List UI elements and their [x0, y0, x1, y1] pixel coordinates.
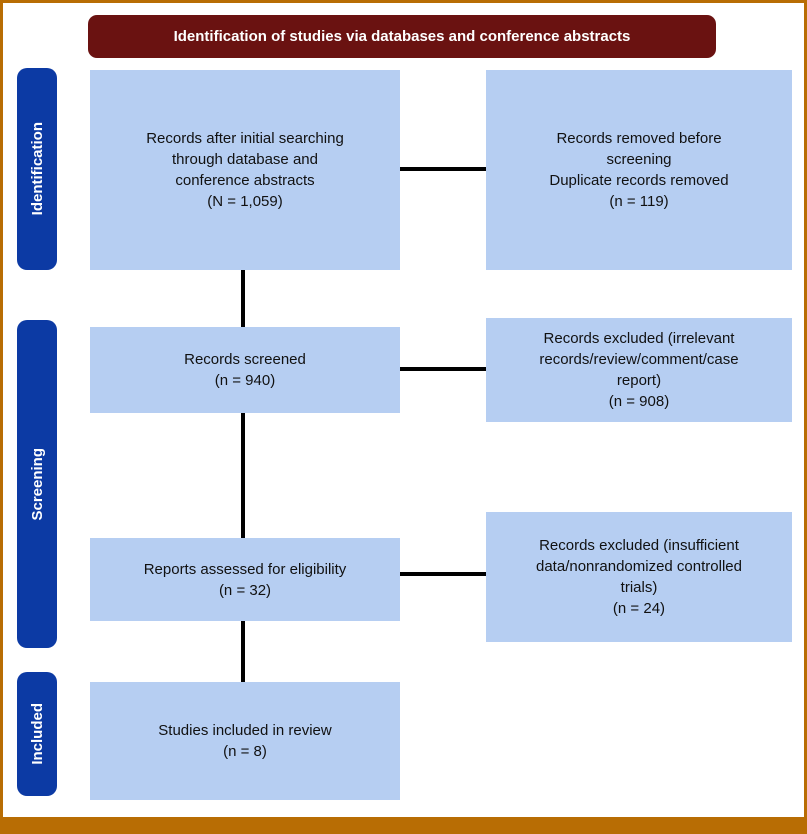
connector-assessed-to-excluded — [400, 572, 486, 576]
flow-box-reports-assessed: Reports assessed for eligibility (n = 32… — [90, 538, 400, 621]
stage-label-text: Identification — [28, 122, 46, 216]
diagram-title: Identification of studies via databases … — [173, 28, 631, 45]
connector-screened-to-assessed — [241, 413, 245, 538]
diagram-title-banner: Identification of studies via databases … — [88, 15, 716, 58]
flow-box-studies-included: Studies included in review (n = 8) — [90, 682, 400, 800]
flow-box-records-excluded-screening: Records excluded (irrelevant records/rev… — [486, 318, 792, 422]
connector-assessed-to-included — [241, 621, 245, 682]
connector-identified-to-screened — [241, 270, 245, 327]
stage-label-included: Included — [17, 672, 57, 796]
flow-box-records-screened: Records screened (n = 940) — [90, 327, 400, 413]
stage-label-text: Screening — [28, 447, 46, 521]
stage-label-screening: Screening — [17, 320, 57, 648]
flow-box-records-identified: Records after initial searching through … — [90, 70, 400, 270]
connector-screened-to-excluded — [400, 367, 486, 371]
stage-label-text: Included — [28, 703, 46, 765]
flow-box-records-removed-before-screening: Records removed before screening Duplica… — [486, 70, 792, 270]
flow-box-records-excluded-eligibility: Records excluded (insufficient data/nonr… — [486, 512, 792, 642]
stage-label-identification: Identification — [17, 68, 57, 270]
connector-identified-to-removed — [400, 167, 486, 171]
